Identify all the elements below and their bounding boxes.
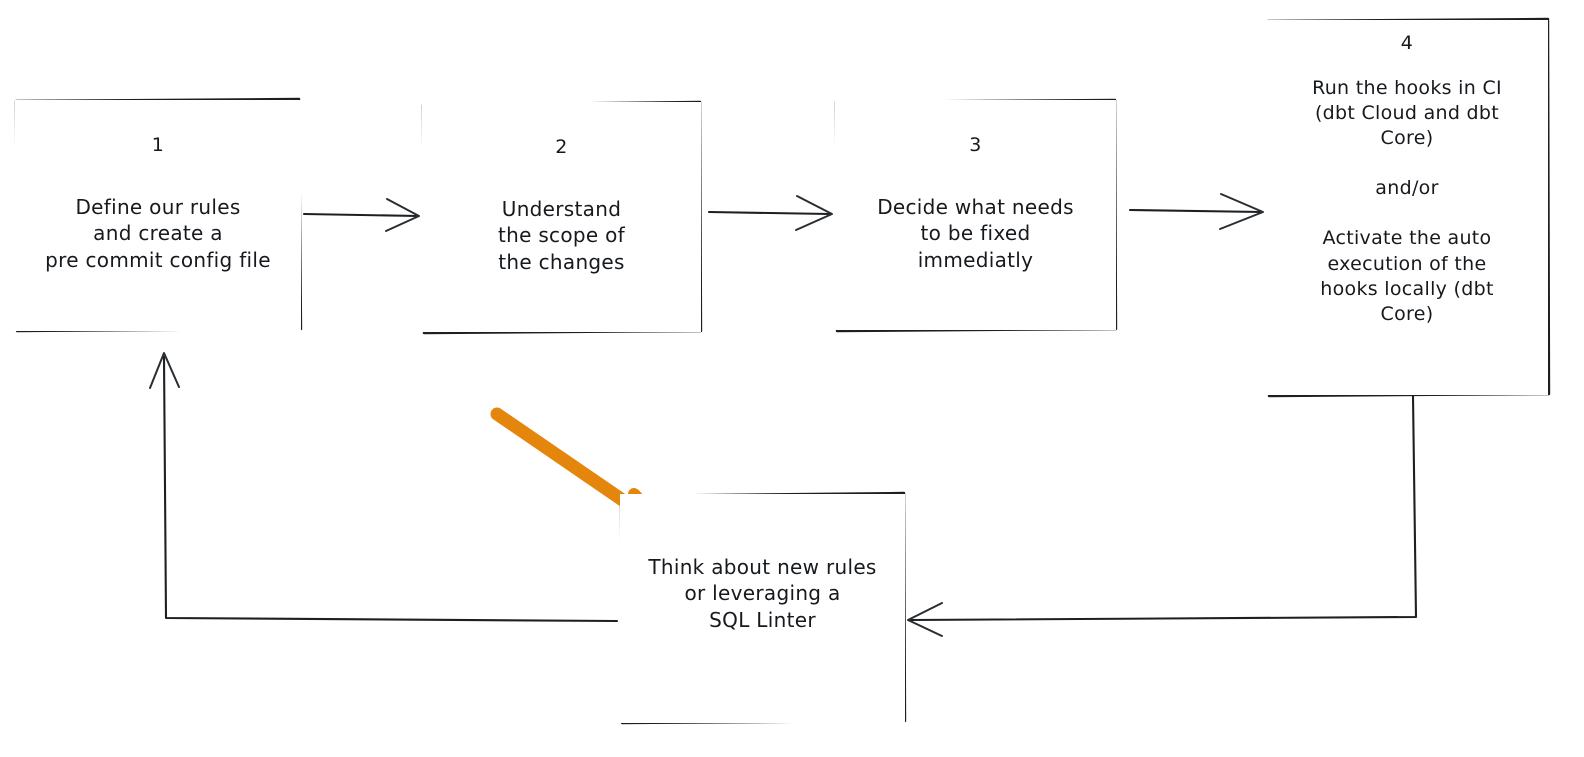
node-2-text: Understand the scope of the changes — [497, 197, 626, 274]
arrow-node3-to-node4 — [1128, 193, 1264, 230]
node-4-number: 4 — [1400, 32, 1414, 54]
node-5-text: Think about new rules or leveraging a SQ… — [648, 555, 877, 632]
node-feedback-box[interactable]: Think about new rules or leveraging a SQ… — [620, 494, 905, 723]
node-1-number: 1 — [151, 134, 165, 156]
node-4-text: Run the hooks in CI (dbt Cloud and dbt C… — [1312, 77, 1502, 325]
arrow-node4-to-node5 — [907, 394, 1418, 637]
node-step-2[interactable]: 2 Understand the scope of the changes — [422, 102, 701, 332]
node-step-1[interactable]: 1 Define our rules and create a pre comm… — [15, 100, 301, 331]
node-step-3[interactable]: 3 Decide what needs to be fixed immediat… — [835, 100, 1116, 330]
node-2-number: 2 — [555, 136, 568, 158]
arrow-node2-to-node3 — [707, 195, 833, 231]
arrow-node1-to-node2 — [302, 198, 420, 232]
arrow-node5-to-node1 — [149, 352, 619, 623]
node-1-text: Define our rules and create a pre commit… — [45, 195, 271, 272]
node-step-4[interactable]: 4 Run the hooks in CI (dbt Cloud and dbt… — [1266, 20, 1548, 395]
node-3-number: 3 — [969, 134, 982, 156]
node-3-text: Decide what needs to be fixed immediatly — [877, 195, 1074, 272]
